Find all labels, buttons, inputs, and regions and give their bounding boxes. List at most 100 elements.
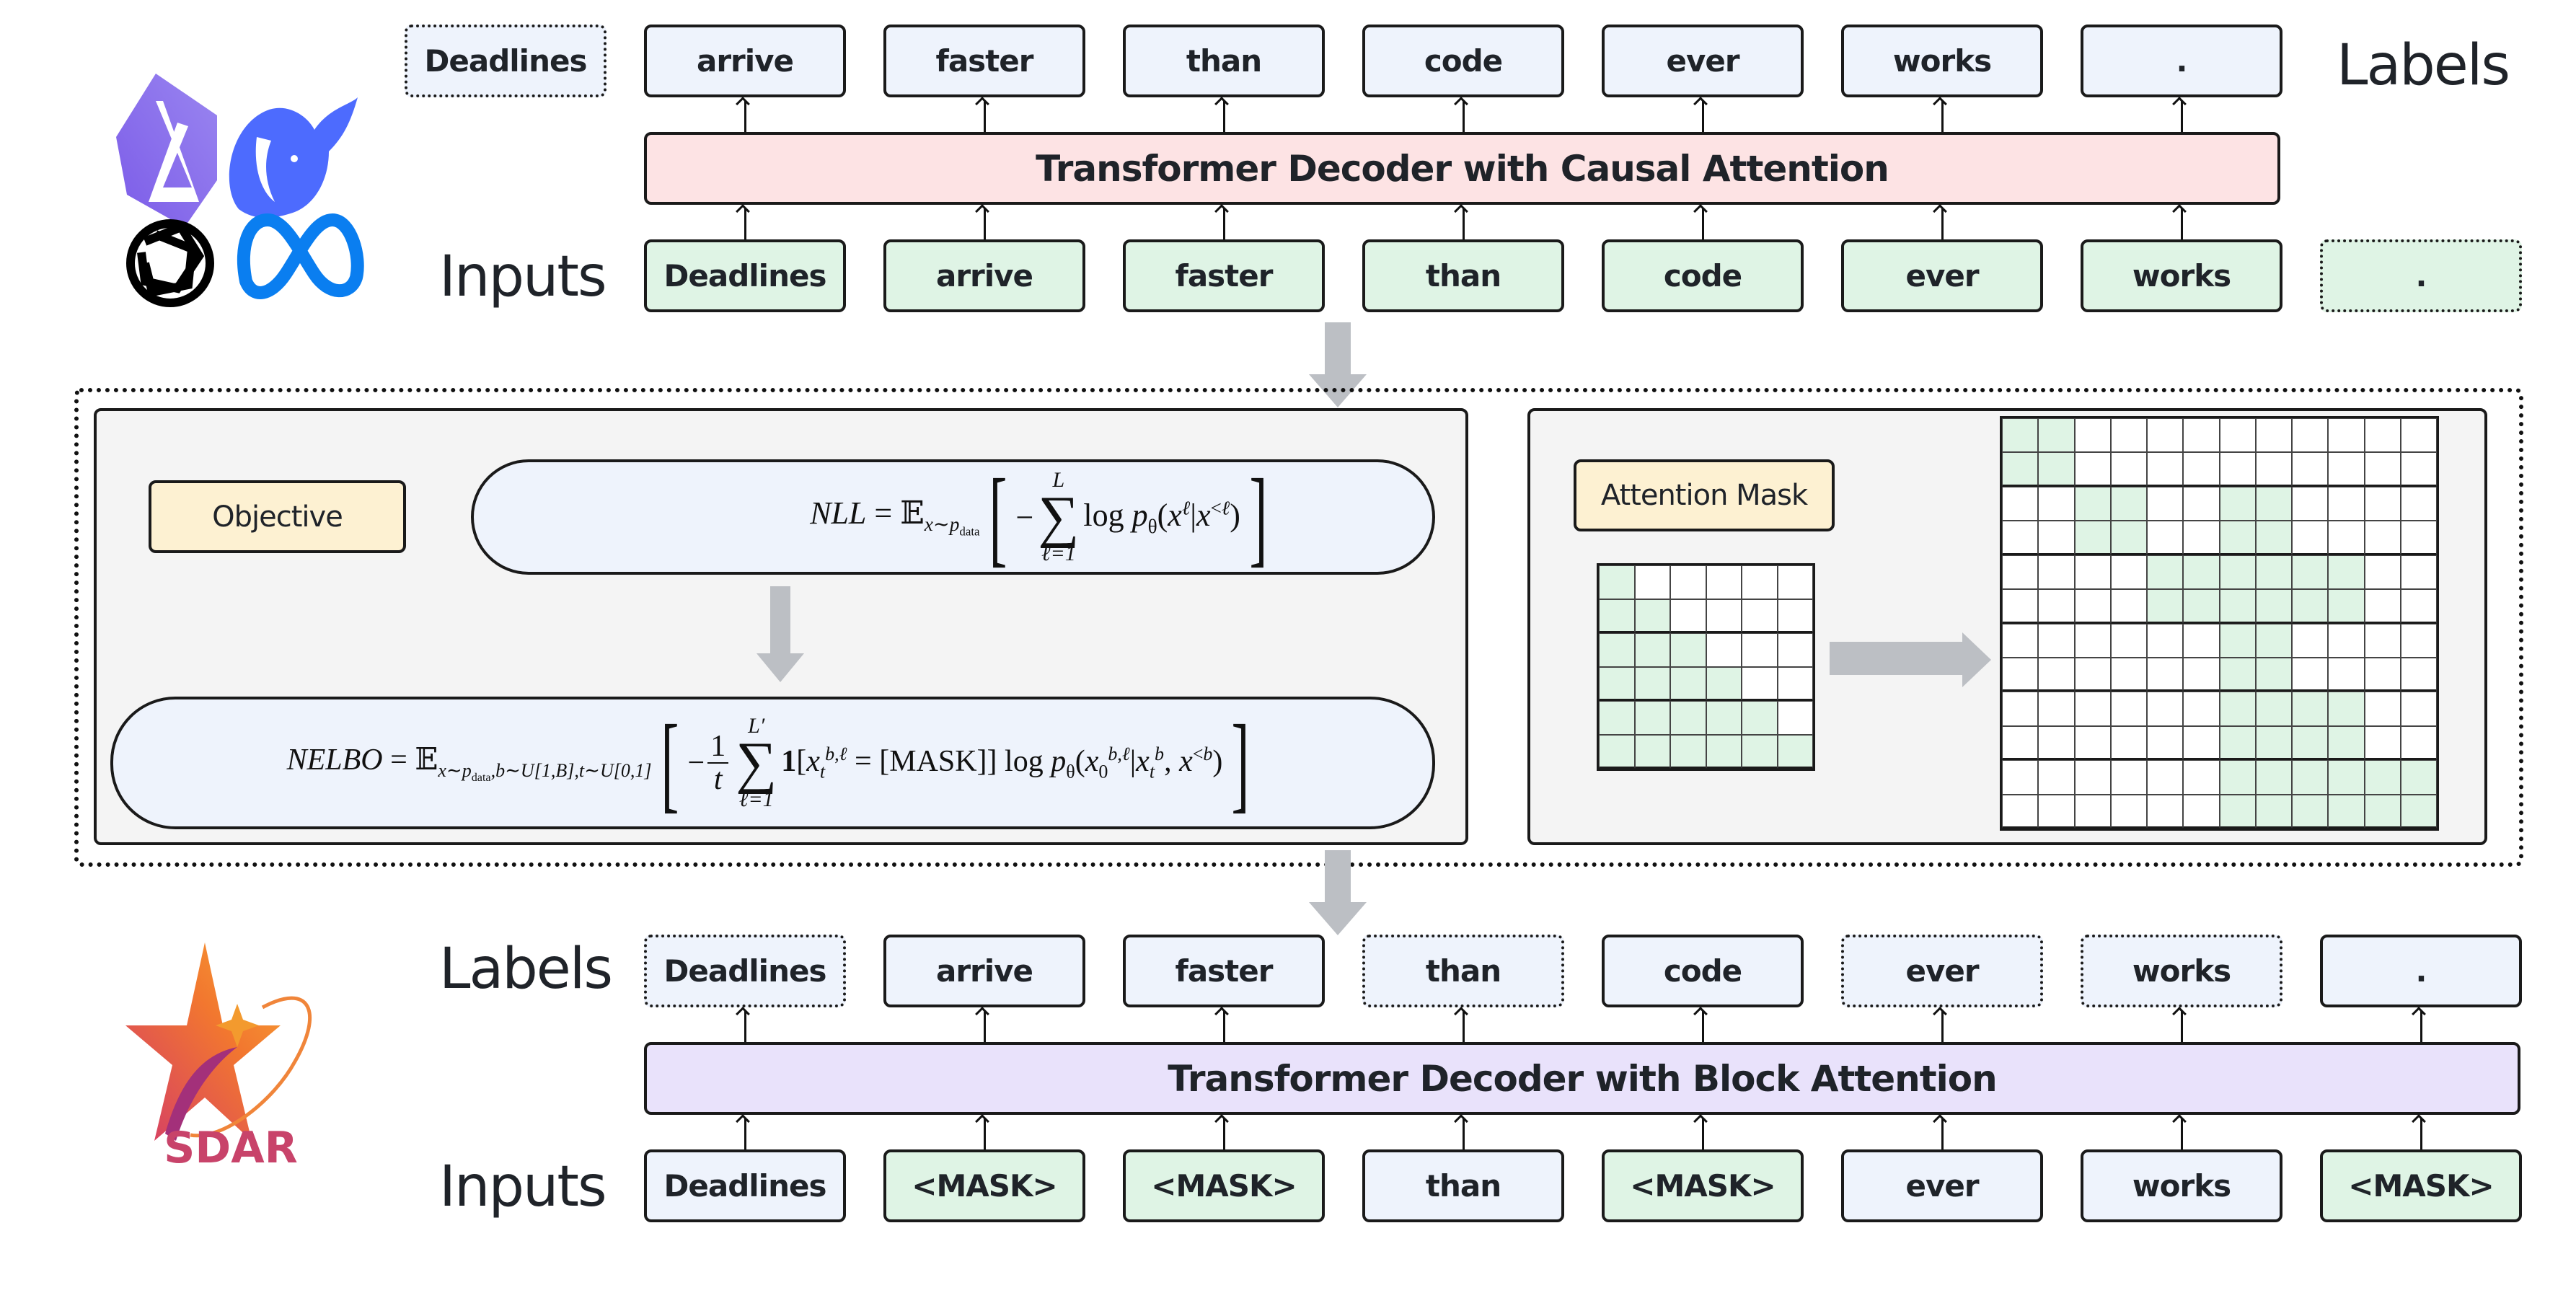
mask-cell-blocked <box>2183 521 2220 555</box>
top-input-token: arrive <box>883 239 1085 312</box>
mask-cell-attend <box>1670 735 1706 769</box>
mask-cell-blocked <box>2147 692 2184 726</box>
causal-mask-grid <box>1597 563 1815 771</box>
mask-cell-blocked <box>2002 623 2039 658</box>
mask-cell-blocked <box>2038 521 2075 555</box>
bottom-input-token: works <box>2081 1149 2282 1222</box>
top-label-token: . <box>2081 25 2282 97</box>
mask-transform-arrow-icon <box>1830 632 1991 687</box>
mask-cell-attend <box>2074 521 2111 555</box>
mask-cell-blocked <box>2147 794 2184 829</box>
mask-cell-attend <box>1634 701 1670 735</box>
bottom-input-token: than <box>1362 1149 1564 1222</box>
mask-cell-attend <box>2328 725 2365 761</box>
arrow-up-icon <box>1463 100 1465 132</box>
nelbo-formula: NELBO = 𝔼x∼pdata,b∼U[1,B],t∼U[0,1] [ − 1… <box>110 697 1435 829</box>
mask-cell-attend <box>2147 589 2184 624</box>
top-input-token: faster <box>1123 239 1325 312</box>
mask-cell-attend <box>2328 692 2365 726</box>
bottom-label-token: arrive <box>883 935 1085 1007</box>
arrow-up-icon <box>984 100 986 132</box>
mask-cell-blocked <box>2038 555 2075 590</box>
arrow-up-icon <box>744 208 746 239</box>
mask-token-text: [MASK] <box>879 744 987 778</box>
arrow-up-icon <box>744 100 746 132</box>
mask-cell-blocked <box>2074 760 2111 795</box>
mask-cell-attend <box>1777 735 1813 769</box>
nelbo-theta: θ <box>1066 761 1075 782</box>
arrow-up-icon <box>744 1118 746 1149</box>
mask-cell-attend <box>2255 760 2292 795</box>
mask-cell-attend <box>2147 555 2184 590</box>
mask-cell-blocked <box>2110 589 2147 624</box>
mask-cell-attend <box>1670 701 1706 735</box>
nelbo-expect-sub-rest: ,b∼U[1,B],t∼U[0,1] <box>490 759 652 781</box>
mask-cell-attend <box>2328 760 2365 795</box>
mask-cell-blocked <box>2400 452 2437 487</box>
nelbo-sum-lower: ℓ=1 <box>738 787 774 811</box>
mask-cell-blocked <box>2038 725 2075 761</box>
mask-cell-blocked <box>2328 486 2365 521</box>
top-input-token: Deadlines <box>644 239 846 312</box>
bottom-label-token: ever <box>1841 935 2043 1007</box>
mask-cell-attend <box>1634 667 1670 701</box>
mask-cell-blocked <box>2219 418 2256 453</box>
mask-cell-blocked <box>2183 452 2220 487</box>
top-label-token: faster <box>883 25 1085 97</box>
mask-input-token: <MASK> <box>1123 1149 1325 1222</box>
mask-cell-blocked <box>2074 589 2111 624</box>
bottom-label-token: code <box>1602 935 1804 1007</box>
mask-cell-blocked <box>2400 589 2437 624</box>
mask-cell-blocked <box>1706 633 1742 667</box>
bottom-labels-title: Labels <box>439 937 613 1002</box>
mask-cell-blocked <box>2110 760 2147 795</box>
model-logos-svg <box>116 74 364 307</box>
mask-cell-blocked <box>2074 555 2111 590</box>
bottom-label-token: . <box>2320 935 2522 1007</box>
block-decoder-block: Transformer Decoder with Block Attention <box>644 1042 2520 1115</box>
model-logos <box>113 72 365 310</box>
mask-cell-blocked <box>2183 794 2220 829</box>
arrow-up-icon <box>984 1118 986 1149</box>
mask-cell-attend <box>2110 486 2147 521</box>
sdar-logo: SDAR <box>107 924 355 1173</box>
mask-cell-attend <box>1599 565 1635 599</box>
mask-cell-attend <box>2219 623 2256 658</box>
mask-cell-attend <box>2255 725 2292 761</box>
top-input-token: code <box>1602 239 1804 312</box>
training-objective-container <box>74 388 2523 867</box>
mask-cell-attend <box>1634 633 1670 667</box>
mask-cell-attend <box>1599 599 1635 633</box>
mask-cell-blocked <box>2364 692 2401 726</box>
nelbo-sum: L′ ∑ ℓ=1 <box>736 714 777 811</box>
mask-input-token: <MASK> <box>2320 1149 2522 1222</box>
mask-cell-attend <box>2219 657 2256 692</box>
mask-cell-attend <box>2183 589 2220 624</box>
arrow-up-icon <box>1941 100 1944 132</box>
mask-cell-blocked <box>2147 657 2184 692</box>
mask-cell-blocked <box>2038 623 2075 658</box>
sdar-star-icon: SDAR <box>125 942 312 1173</box>
mask-cell-attend <box>2002 418 2039 453</box>
mask-cell-attend <box>2038 418 2075 453</box>
top-label-token: than <box>1123 25 1325 97</box>
arrow-up-icon <box>1941 208 1944 239</box>
mask-cell-blocked <box>1777 701 1813 735</box>
arrow-up-icon <box>2181 208 2183 239</box>
arrow-up-icon <box>1702 1118 1704 1149</box>
mask-cell-blocked <box>2002 760 2039 795</box>
top-input-outside-token: . <box>2320 239 2522 312</box>
mask-cell-attend <box>2364 794 2401 829</box>
openai-logo-icon <box>126 219 214 307</box>
mask-cell-blocked <box>1742 667 1778 701</box>
mask-cell-attend <box>2255 692 2292 726</box>
mask-cell-blocked <box>2364 418 2401 453</box>
mask-cell-blocked <box>2255 418 2292 453</box>
mask-cell-blocked <box>2364 555 2401 590</box>
mask-cell-blocked <box>2364 486 2401 521</box>
mask-cell-blocked <box>2400 725 2437 761</box>
causal-decoder-block: Transformer Decoder with Causal Attentio… <box>644 132 2280 205</box>
mask-cell-blocked <box>2292 418 2329 453</box>
bottom-inputs-title: Inputs <box>439 1154 607 1219</box>
nll-sum-upper: L <box>1052 468 1065 492</box>
